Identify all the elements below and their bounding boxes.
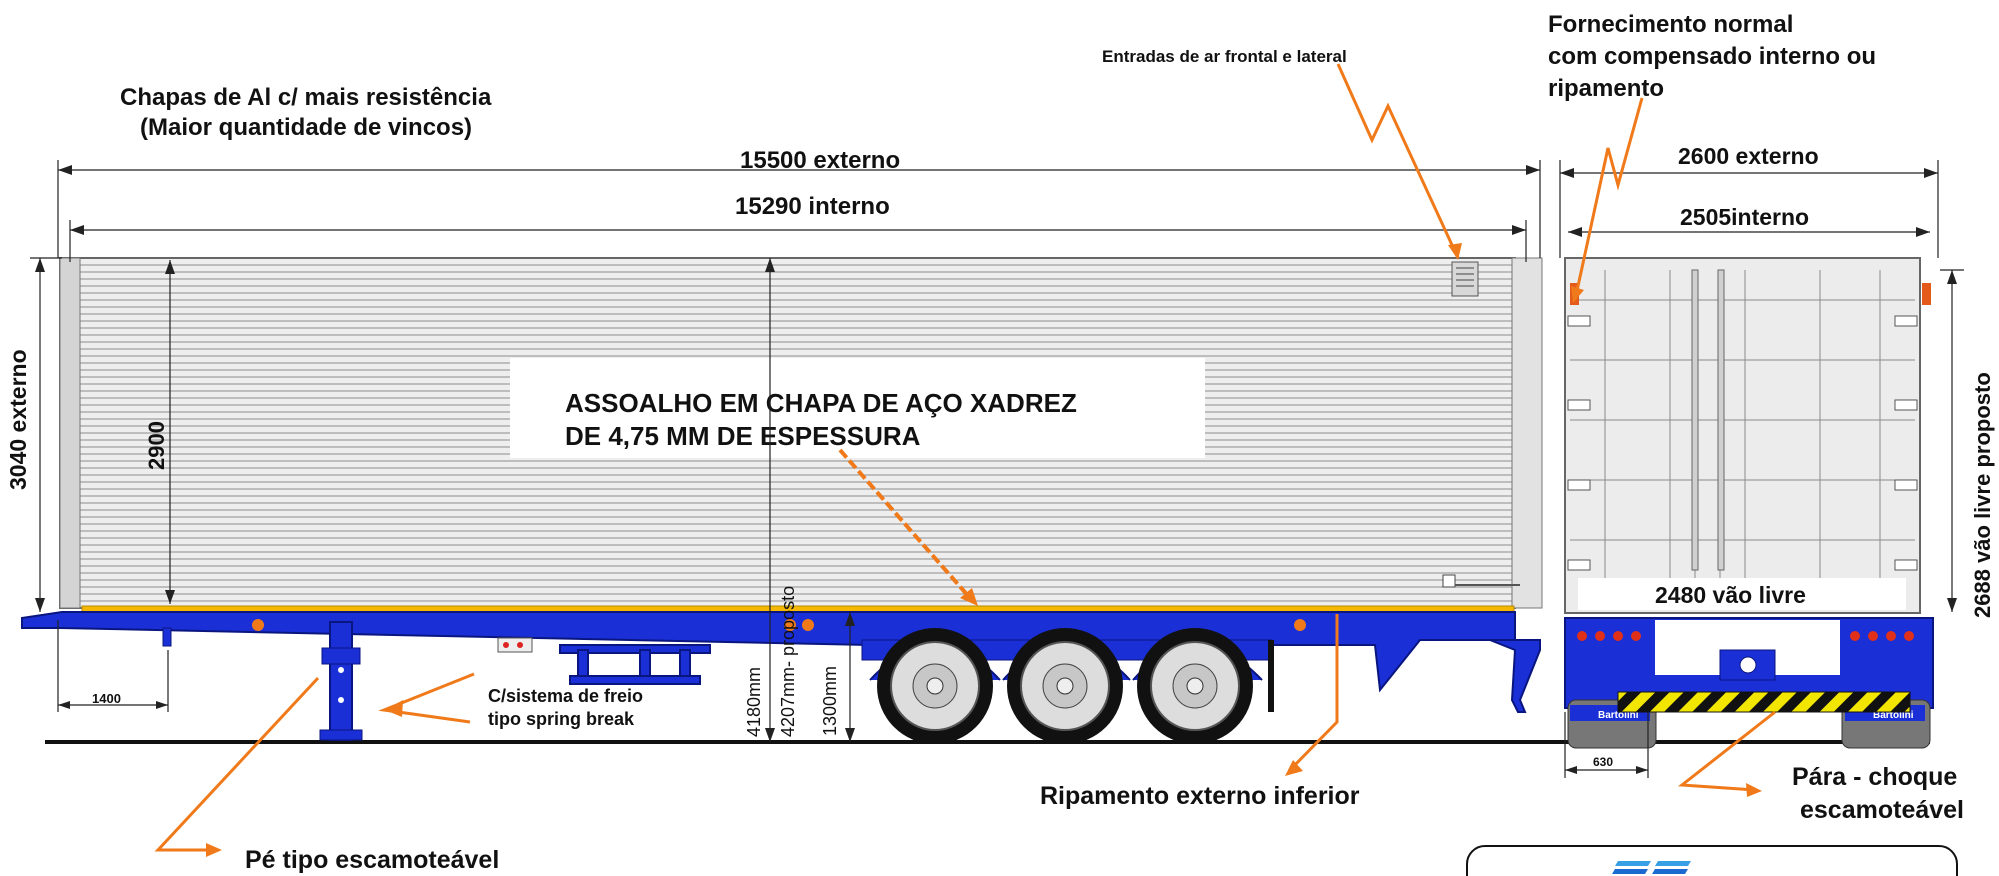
id-plate [1442,574,1456,588]
label-freio-1: C/sistema de freio [488,686,643,706]
callout-plywood [1573,97,1644,301]
dim-free-height: 2688 vão livre proposto [1970,372,1995,618]
label-fornecimento-2: com compensado interno ou [1548,43,1876,70]
dim-total-4207: 4207mm- proposto [778,586,798,737]
dim-ext-width: 2600 externo [1678,143,1819,169]
brand-text-left: Bartolini [1598,710,1639,721]
label-para-1: Pára - choque [1792,763,1957,791]
dim-floor-1300: 1300mm [820,666,840,736]
landing-leg [329,621,353,741]
side-marker-light [252,619,264,631]
brand-text-right: Bartolini [1873,710,1914,721]
label-entradas: Entradas de ar frontal e lateral [1102,47,1347,66]
air-vent-slots [1456,267,1474,287]
wheel [877,628,993,744]
side-marker-light [784,619,796,631]
label-pe: Pé tipo escamoteável [245,846,499,874]
callout-floor [838,448,972,600]
callout-bumper [1678,710,1776,792]
trailer-box-rear [1564,257,1921,614]
floor-label-line1: ASSOALHO EM CHAPA DE AÇO XADREZ [565,388,1077,418]
wheel [1007,628,1123,744]
label-chapas-1: Chapas de Al c/ mais resistência [120,84,492,111]
chassis-rear-end [1489,639,1541,713]
rear-lock-bar [1717,269,1725,571]
dim-int-height: 2900 [144,421,169,470]
label-para-2: escamoteável [1800,796,1964,824]
side-marker-light [1294,619,1306,631]
label-chapas-2: (Maior quantidade de vincos) [140,114,472,141]
hazard-bumper [1617,691,1911,713]
dim-int-width: 2505interno [1680,204,1809,230]
landing-leg-foot [319,729,363,741]
suspension-frame [559,644,711,685]
floor-label-box [510,358,1205,458]
label-freio-2: tipo spring break [488,709,635,729]
callout-batten [1288,614,1339,772]
free-width-label: 2480 vão livre [1655,582,1806,608]
dim-rear-630: 630 [1593,755,1613,769]
logo-icon [1612,861,1691,874]
label-ripamento: Ripamento externo inferior [1040,782,1360,810]
free-width-box [1578,578,1906,610]
label-fornecimento-1: Fornecimento normal [1548,11,1793,38]
side-marker-light [802,619,814,631]
landing-leg-brace [321,647,361,665]
callout-brake [378,672,475,724]
dim-ext-length: 15500 externo [740,147,900,174]
mud-flap [1268,640,1274,712]
label-fornecimento-3: ripamento [1548,75,1664,102]
wheel [1137,628,1253,744]
front-panel [59,257,81,609]
front-drop-tube [162,627,172,647]
rear-door-frame [1511,257,1543,609]
dim-ext-height: 3040 externo [5,349,31,490]
air-vent [1451,261,1479,297]
rear-hinges [1567,315,1918,571]
callout-air-vent [1336,63,1460,259]
rear-lock-bar [1691,269,1699,571]
rear-tail-lights [1577,631,1914,641]
dim-int-length: 15290 interno [735,193,890,220]
callout-leg [154,676,320,852]
dim-total-4180: 4180mm [744,667,764,737]
floor-label-line2: DE 4,75 MM DE ESPESSURA [565,421,921,451]
rear-clearance-light [1922,283,1931,305]
chassis-beam [21,611,1516,693]
spring-brake-box [497,637,533,653]
logo-box [1466,845,1958,876]
dim-overhang: 1400 [92,691,121,706]
